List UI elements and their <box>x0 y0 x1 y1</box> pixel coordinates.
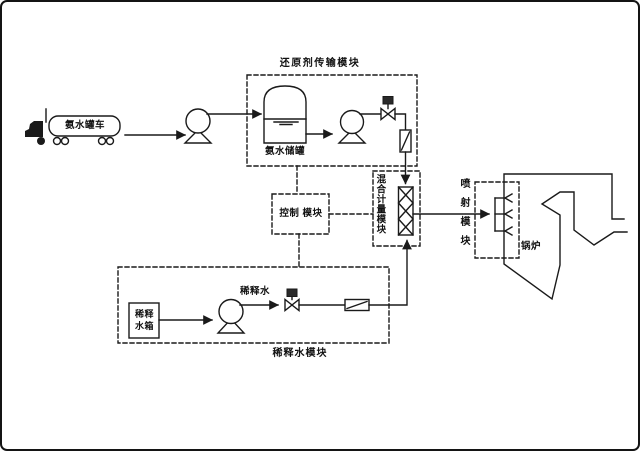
ammonia-storage-tank-icon <box>263 85 307 144</box>
dilution-water-stream-label: 稀释水 <box>240 286 271 297</box>
dilution-water-tank-label: 稀释水箱 <box>134 309 154 332</box>
reductant-transport-module-label: 还原剂传输模块 <box>279 58 361 69</box>
flow-meter2-icon <box>344 298 370 312</box>
ammonia-truck-label: 氨水罐车 <box>64 120 105 131</box>
pump1-icon <box>183 108 213 144</box>
control-module-label: 控制 模块 <box>279 208 323 219</box>
injection-module-box <box>474 181 520 259</box>
control-valve2-icon <box>284 288 300 312</box>
mixing-metering-module-label: 混合计量模块 <box>374 174 386 234</box>
flow-line-meter2-to-mixer <box>368 239 412 306</box>
injection-module-label: 喷射模块 <box>458 178 469 254</box>
ammonia-truck-icon <box>25 108 121 146</box>
reductant-transport-module-box <box>246 74 418 167</box>
dilution-water-module-label: 稀释水模块 <box>272 348 328 359</box>
boiler-label: 锅炉 <box>521 241 542 252</box>
flow-meter1-icon <box>399 129 412 153</box>
flow-line-valve1-to-meter1 <box>394 113 407 131</box>
pump3-icon <box>216 298 246 334</box>
control-valve1-icon <box>380 96 396 121</box>
ammonia-storage-tank-label: 氨水储罐 <box>264 146 305 157</box>
pump2-icon <box>337 109 367 144</box>
static-mixer-icon <box>397 186 414 236</box>
mixing-metering-module-box <box>372 170 421 247</box>
boiler-outline-icon <box>503 173 628 301</box>
